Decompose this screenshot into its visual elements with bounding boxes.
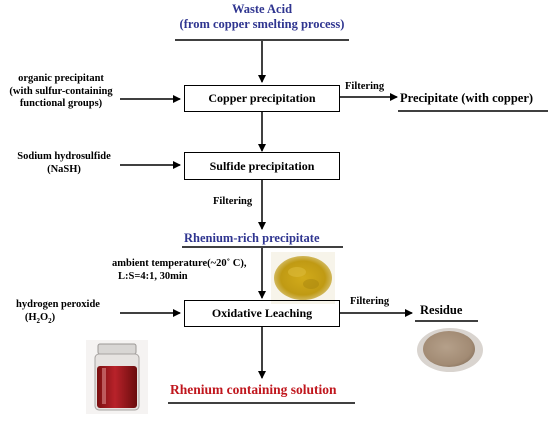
precipitate-with-copper-label: Precipitate (with copper) [400, 91, 534, 105]
residue-label: Residue [420, 303, 463, 317]
h2o2-formula: (H2O2) [2, 312, 114, 325]
waste-acid-line1: Waste Acid [231, 2, 293, 16]
h2o2-part-e: ) [51, 311, 56, 323]
conditions-line2: L:S=4:1, 30min [118, 270, 188, 282]
oxidative-leaching-label: Oxidative Leaching [211, 306, 313, 320]
filtering-label-1: Filtering [345, 81, 385, 92]
waste-acid-title: Waste Acid (from copper smelting process… [170, 2, 354, 32]
copper-precipitation-box: Copper precipitation [184, 85, 340, 112]
h2o2-part-d: 2 [48, 316, 52, 325]
hydrogen-peroxide-label: hydrogen peroxide (H2O2) [2, 299, 114, 325]
h2o2-part-a: (H [24, 311, 37, 323]
residue-photo [412, 323, 487, 375]
sulfide-precipitation-box: Sulfide precipitation [184, 152, 340, 180]
h2o2-part-b: 2 [36, 316, 41, 325]
rhenium-rich-precipitate-label: Rhenium-rich precipitate [184, 231, 320, 245]
organic-line2: (with sulfur-containing [9, 85, 113, 97]
h2o2-part-c: O [40, 311, 49, 323]
organic-precipitant-label: organic precipitant (with sulfur-contain… [2, 73, 120, 111]
sulfide-precipitation-label: Sulfide precipitation [209, 158, 315, 173]
filtering-label-3: Filtering [350, 296, 390, 307]
rhenium-powder-photo [271, 252, 335, 304]
leaching-conditions-label: ambient temperature(~20˚ C), L:S=4:1, 30… [112, 258, 246, 283]
conditions-line1: ambient temperature(~20˚ C), [112, 258, 247, 269]
copper-precipitation-label: Copper precipitation [208, 91, 316, 105]
oxidative-leaching-box: Oxidative Leaching [184, 300, 340, 327]
h2o2-line1: hydrogen peroxide [16, 299, 100, 310]
nash-line1: Sodium hydrosulfide [17, 151, 111, 162]
filtering-label-2: Filtering [213, 196, 253, 207]
rhenium-solution-vial-photo [86, 340, 148, 414]
rhenium-containing-solution-label: Rhenium containing solution [170, 382, 337, 397]
nash-line2: (NaSH) [47, 163, 81, 175]
waste-acid-line2: (from copper smelting process) [179, 17, 345, 31]
organic-line1: organic precipitant [18, 73, 104, 84]
organic-line3: functional groups) [19, 98, 103, 110]
sodium-hydrosulfide-label: Sodium hydrosulfide (NaSH) [4, 151, 124, 176]
